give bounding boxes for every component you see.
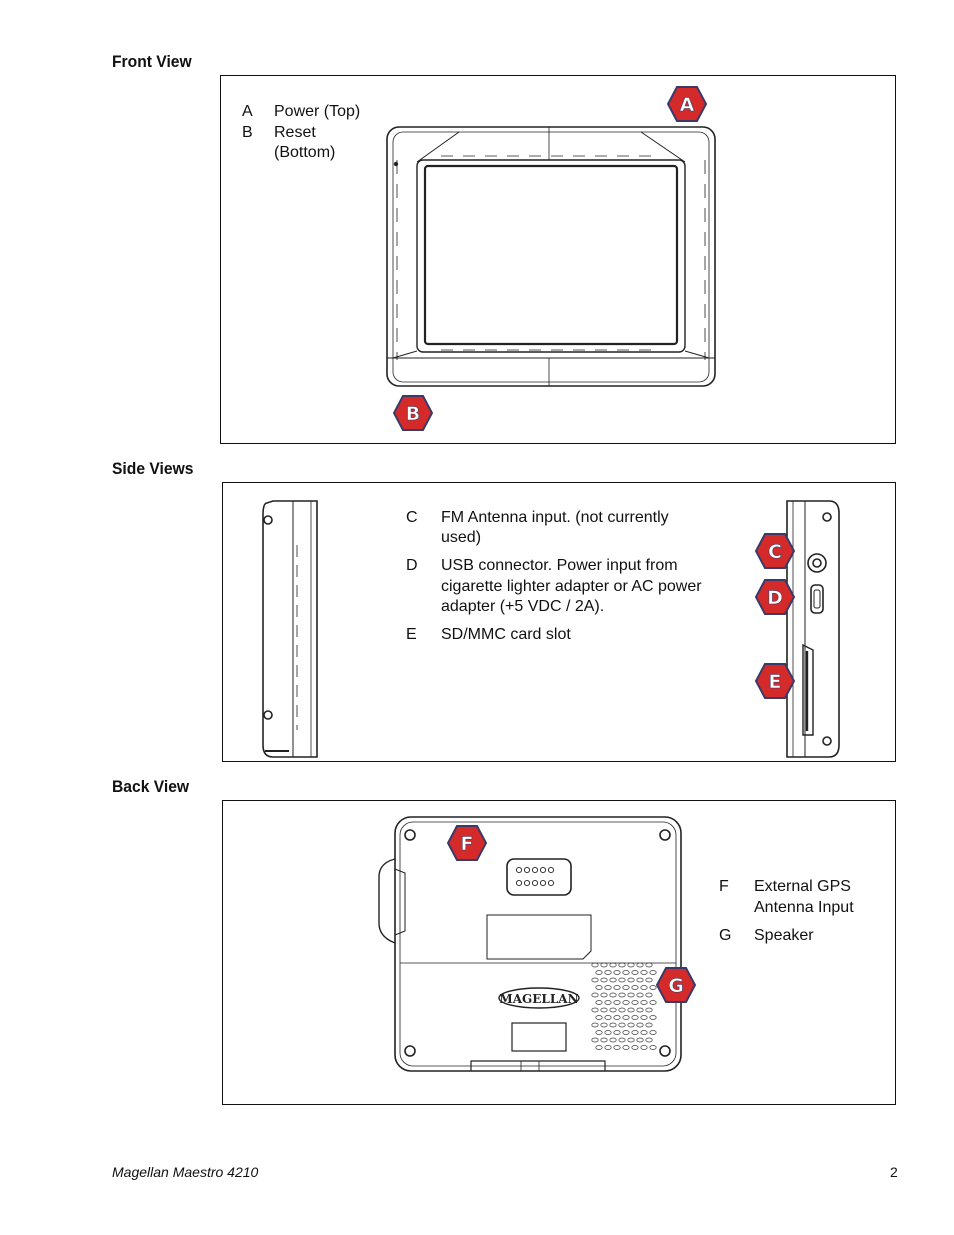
callout-letter-b: B [406, 403, 420, 425]
callout-letter-e: E [769, 671, 782, 693]
callout-letter-d: D [767, 587, 783, 609]
device-right-side-illustration [786, 500, 840, 758]
legend-letter-b: B [242, 124, 253, 141]
legend-letter-g: G [719, 927, 732, 944]
back-view-heading: Back View [112, 777, 190, 796]
side-views-heading: Side Views [112, 459, 194, 478]
legend-letter-a: A [242, 103, 253, 120]
callout-badge-f: F [446, 825, 488, 861]
callout-badge-g: G [655, 967, 697, 1003]
legend-c-line2: used) [441, 529, 482, 546]
callout-badge-d: D [754, 579, 796, 615]
legend-letter-f: F [719, 878, 729, 895]
callout-badge-c: C [754, 533, 796, 569]
legend-d-line2: cigarette lighter adapter or AC power [441, 578, 702, 595]
side-views-panel: C FM Antenna input. (not currently used)… [222, 482, 896, 762]
callout-letter-f: F [461, 833, 474, 855]
legend-letter-c: C [406, 509, 418, 526]
legend-e-line1: SD/MMC card slot [441, 626, 571, 643]
legend-letter-e: E [406, 626, 417, 643]
magellan-logo: MAGELLAN [499, 992, 578, 1006]
legend-label-power: Power (Top) [274, 103, 361, 120]
legend-c-line1: FM Antenna input. (not currently [441, 509, 669, 526]
callout-badge-b: B [392, 395, 434, 431]
legend-f-line1: External GPS [754, 878, 851, 895]
front-view-panel: A Power (Top) B Reset (Bottom) A B [220, 75, 896, 444]
device-front-illustration [386, 126, 716, 387]
front-view-heading: Front View [112, 52, 192, 71]
callout-letter-c: C [768, 541, 782, 563]
legend-g-line1: Speaker [754, 927, 814, 944]
legend-letter-d: D [406, 557, 418, 574]
callout-letter-a: A [680, 94, 695, 116]
back-view-panel: MAGELLAN F External GPS Antenna Input G … [222, 800, 896, 1105]
speaker-grille [591, 962, 657, 1050]
legend-label-reset-bottom: (Bottom) [274, 144, 336, 161]
footer-title: Magellan Maestro 4210 [112, 1164, 259, 1180]
legend-d-line3: adapter (+5 VDC / 2A). [441, 598, 605, 615]
device-back-illustration: MAGELLAN [378, 816, 682, 1072]
device-left-side-illustration [262, 500, 318, 758]
legend-label-reset: Reset [274, 124, 316, 141]
callout-letter-g: G [668, 975, 684, 997]
callout-badge-e: E [754, 663, 796, 699]
legend-f-line2: Antenna Input [754, 899, 854, 916]
page-number: 2 [890, 1164, 898, 1180]
legend-d-line1: USB connector. Power input from [441, 557, 678, 574]
callout-badge-a: A [666, 86, 708, 122]
